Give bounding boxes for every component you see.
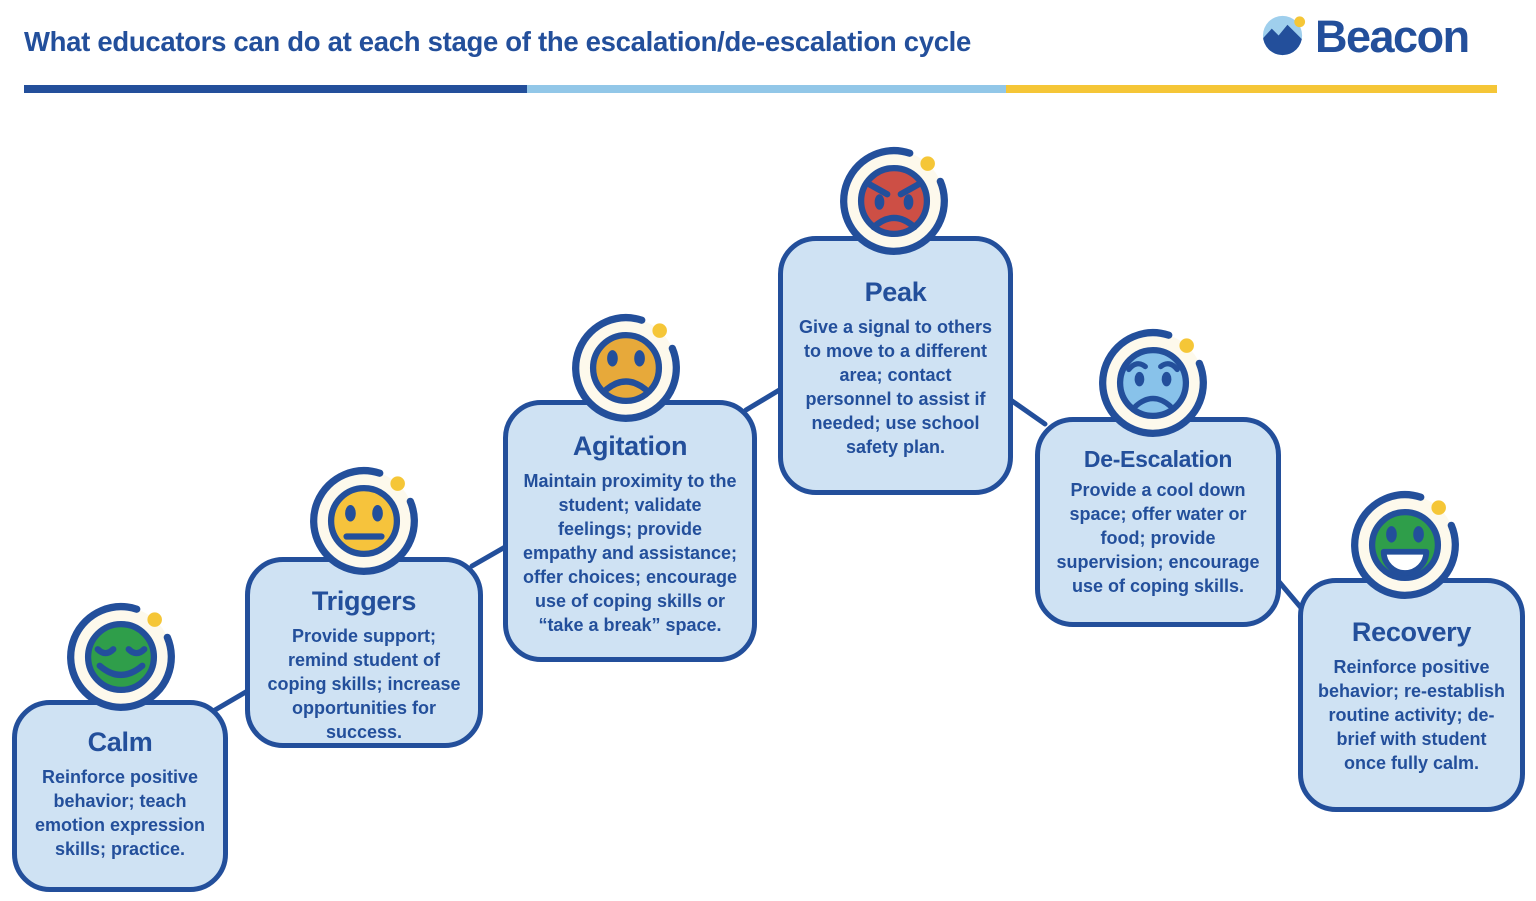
page-title: What educators can do at each stage of t… [24, 26, 972, 57]
stage-title: Recovery [1351, 617, 1472, 647]
divider-yellow-segment [1006, 85, 1497, 93]
stage-title: De-Escalation [1083, 446, 1233, 472]
stage-title: Triggers [311, 586, 417, 616]
stage-triggers: Triggers Provide support; remind student… [245, 467, 483, 748]
stage-title: Peak [864, 277, 927, 307]
stage-calm: Calm Reinforce positive behavior; teach … [12, 603, 228, 892]
stage-recovery: Recovery Reinforce positive behavior; re… [1298, 491, 1525, 812]
stage-title: Agitation [572, 431, 688, 461]
beacon-logo: Beacon [1261, 11, 1470, 63]
stage-de-escalation: De-Escalation Provide a cool down space;… [1035, 329, 1281, 627]
stage-title: Calm [87, 727, 153, 757]
stage-description: Provide support; remind student of copin… [267, 626, 461, 742]
stage-agitation: Agitation Maintain proximity to the stud… [503, 314, 757, 662]
beacon-logo-text: Beacon [1315, 11, 1470, 62]
de-escalation-face-icon [1093, 323, 1213, 443]
stage-description: Provide a cool down space; offer water o… [1056, 480, 1260, 596]
stage-description: Reinforce positive behavior; teach emoti… [34, 767, 206, 859]
stage-card: Triggers Provide support; remind student… [245, 557, 483, 748]
stage-peak: Peak Give a signal to others to move to … [778, 147, 1013, 495]
stage-card: Peak Give a signal to others to move to … [778, 236, 1013, 495]
beacon-logo-icon [1261, 11, 1308, 63]
peak-face-icon [834, 141, 954, 261]
stage-description: Maintain proximity to the student; valid… [522, 471, 738, 635]
divider-light-segment [527, 85, 1006, 93]
triggers-face-icon [304, 461, 424, 581]
divider-dark-segment [24, 85, 527, 93]
stage-card: Agitation Maintain proximity to the stud… [503, 400, 757, 662]
agitation-face-icon [566, 308, 686, 428]
stage-card: De-Escalation Provide a cool down space;… [1035, 417, 1281, 627]
stage-description: Give a signal to others to move to a dif… [798, 317, 993, 457]
stage-card: Calm Reinforce positive behavior; teach … [12, 700, 228, 892]
calm-face-icon [61, 597, 181, 717]
stage-description: Reinforce positive behavior; re-establis… [1317, 657, 1506, 773]
stage-card: Recovery Reinforce positive behavior; re… [1298, 578, 1525, 812]
recovery-face-icon [1345, 485, 1465, 605]
